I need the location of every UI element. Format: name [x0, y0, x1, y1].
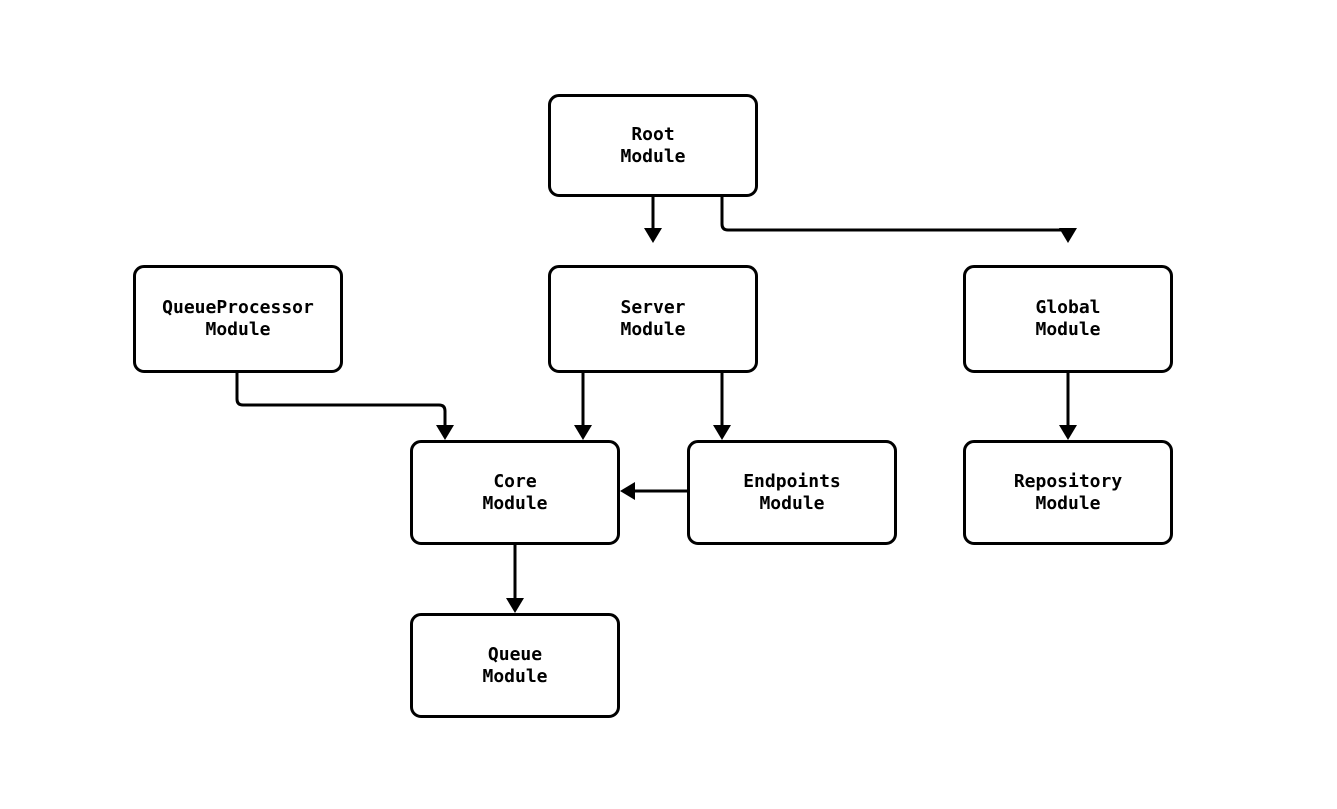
- node-root-module-label: Root Module: [620, 123, 686, 167]
- node-repository-module[interactable]: Repository Module: [963, 440, 1173, 545]
- node-server-module-label: Server Module: [620, 297, 686, 340]
- edge-core-to-queue: [506, 545, 524, 613]
- node-root-module[interactable]: Root Module: [548, 94, 758, 197]
- node-queue-module-label: Queue Module: [482, 643, 548, 687]
- edge-queueprocessor-to-core: [235, 373, 454, 440]
- edge-global-to-repository: [1059, 373, 1077, 440]
- edge-root-to-server: [644, 197, 662, 243]
- edge-server-to-endpoints: [713, 373, 731, 440]
- node-repository-module-label: Repository Module: [1013, 470, 1123, 514]
- node-queueprocessor-module-label: QueueProcessor Module: [162, 297, 314, 340]
- node-queue-module[interactable]: Queue Module: [410, 613, 620, 718]
- node-global-module-label: Global Module: [1035, 297, 1101, 340]
- edge-endpoints-to-core: [620, 482, 687, 500]
- node-core-module[interactable]: Core Module: [410, 440, 620, 545]
- node-queueprocessor-module[interactable]: QueueProcessor Module: [133, 265, 343, 373]
- edge-root-to-global: [720, 197, 1077, 243]
- node-core-module-label: Core Module: [482, 470, 548, 514]
- edge-server-to-core: [574, 373, 592, 440]
- node-endpoints-module-label: Endpoints Module: [743, 470, 841, 514]
- node-global-module[interactable]: Global Module: [963, 265, 1173, 373]
- node-endpoints-module[interactable]: Endpoints Module: [687, 440, 897, 545]
- node-server-module[interactable]: Server Module: [548, 265, 758, 373]
